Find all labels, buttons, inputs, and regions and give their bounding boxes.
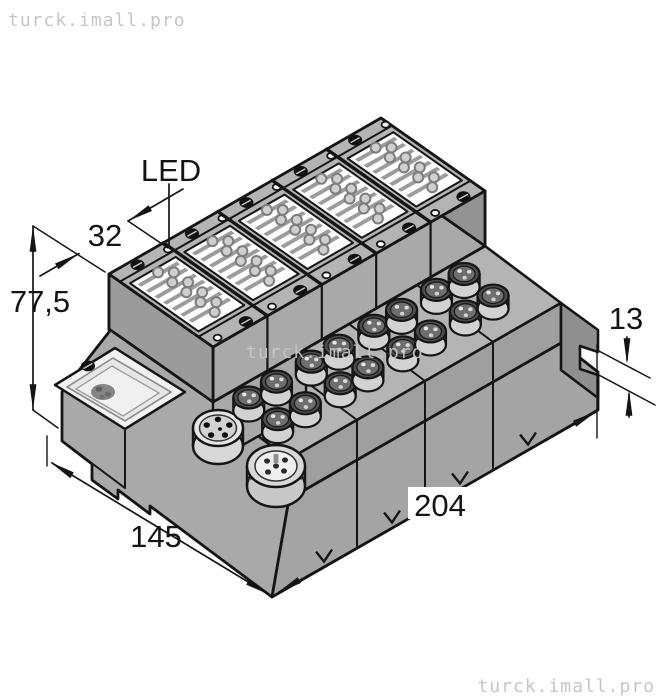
gateway-service-window [53, 346, 187, 431]
station-height-label: 77,5 [10, 284, 70, 319]
io-module-slice [237, 183, 362, 280]
module-width-label: 32 [88, 218, 122, 253]
led-label: LED [141, 153, 201, 188]
annotations: LED 32 77,5 13 204 145 turck.imall.pro t… [8, 10, 655, 697]
right-end-cap [559, 301, 600, 400]
io-module-slice [129, 245, 253, 342]
watermark-top-left: turck.imall.pro [8, 10, 186, 31]
electronics-block [107, 116, 487, 404]
foot-height-label: 13 [609, 301, 643, 336]
m12-connector-groups [232, 261, 510, 445]
gateway-connectors [191, 408, 307, 509]
watermark-bottom-right: turck.imall.pro [477, 676, 655, 697]
station-length-label: 204 [414, 488, 466, 523]
dimension-lines [29, 183, 656, 595]
watermark-center: turck.imall.pro [246, 342, 424, 363]
io-module-slice [292, 151, 417, 249]
device-illustration [53, 116, 600, 599]
station-depth-label: 145 [130, 519, 182, 554]
io-module-slice [346, 120, 471, 217]
